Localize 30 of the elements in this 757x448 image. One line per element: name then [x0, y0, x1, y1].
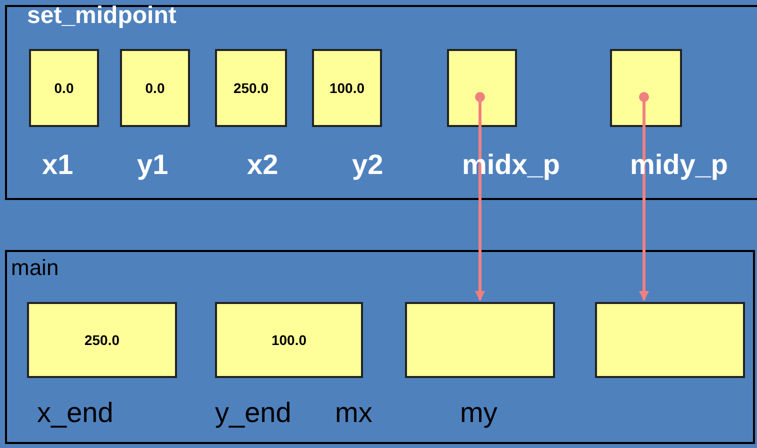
value-box: [27, 302, 177, 378]
value-box: [312, 49, 382, 127]
frame-panel: [5, 5, 757, 200]
variable-name: x2: [247, 148, 278, 182]
variable-name: y1: [137, 148, 168, 182]
frame-title: main: [11, 254, 59, 282]
value-box: [405, 302, 555, 378]
value-box: [29, 49, 99, 127]
frame-panel: [5, 250, 755, 444]
value-box: [610, 49, 682, 127]
arrow: [475, 92, 485, 301]
value-text: 100.0: [271, 330, 307, 350]
variable-name: mx: [335, 396, 372, 430]
value-box: [595, 302, 745, 378]
value-text: 0.0: [145, 78, 165, 98]
variable-name: y2: [352, 148, 384, 182]
value-box: [215, 302, 363, 378]
value-text: 100.0: [329, 78, 365, 98]
arrow: [639, 92, 649, 301]
value-box: [447, 49, 517, 127]
frame-title: set_midpoint: [27, 1, 176, 31]
value-text: 250.0: [84, 330, 120, 350]
variable-name: x1: [42, 148, 74, 182]
value-text: 0.0: [54, 78, 74, 98]
value-box: [215, 49, 287, 127]
variable-name: x_end: [37, 396, 114, 430]
variable-name: y_end: [215, 396, 292, 430]
variable-name: my: [460, 396, 498, 430]
value-text: 250.0: [233, 78, 269, 98]
value-box: [120, 49, 190, 127]
